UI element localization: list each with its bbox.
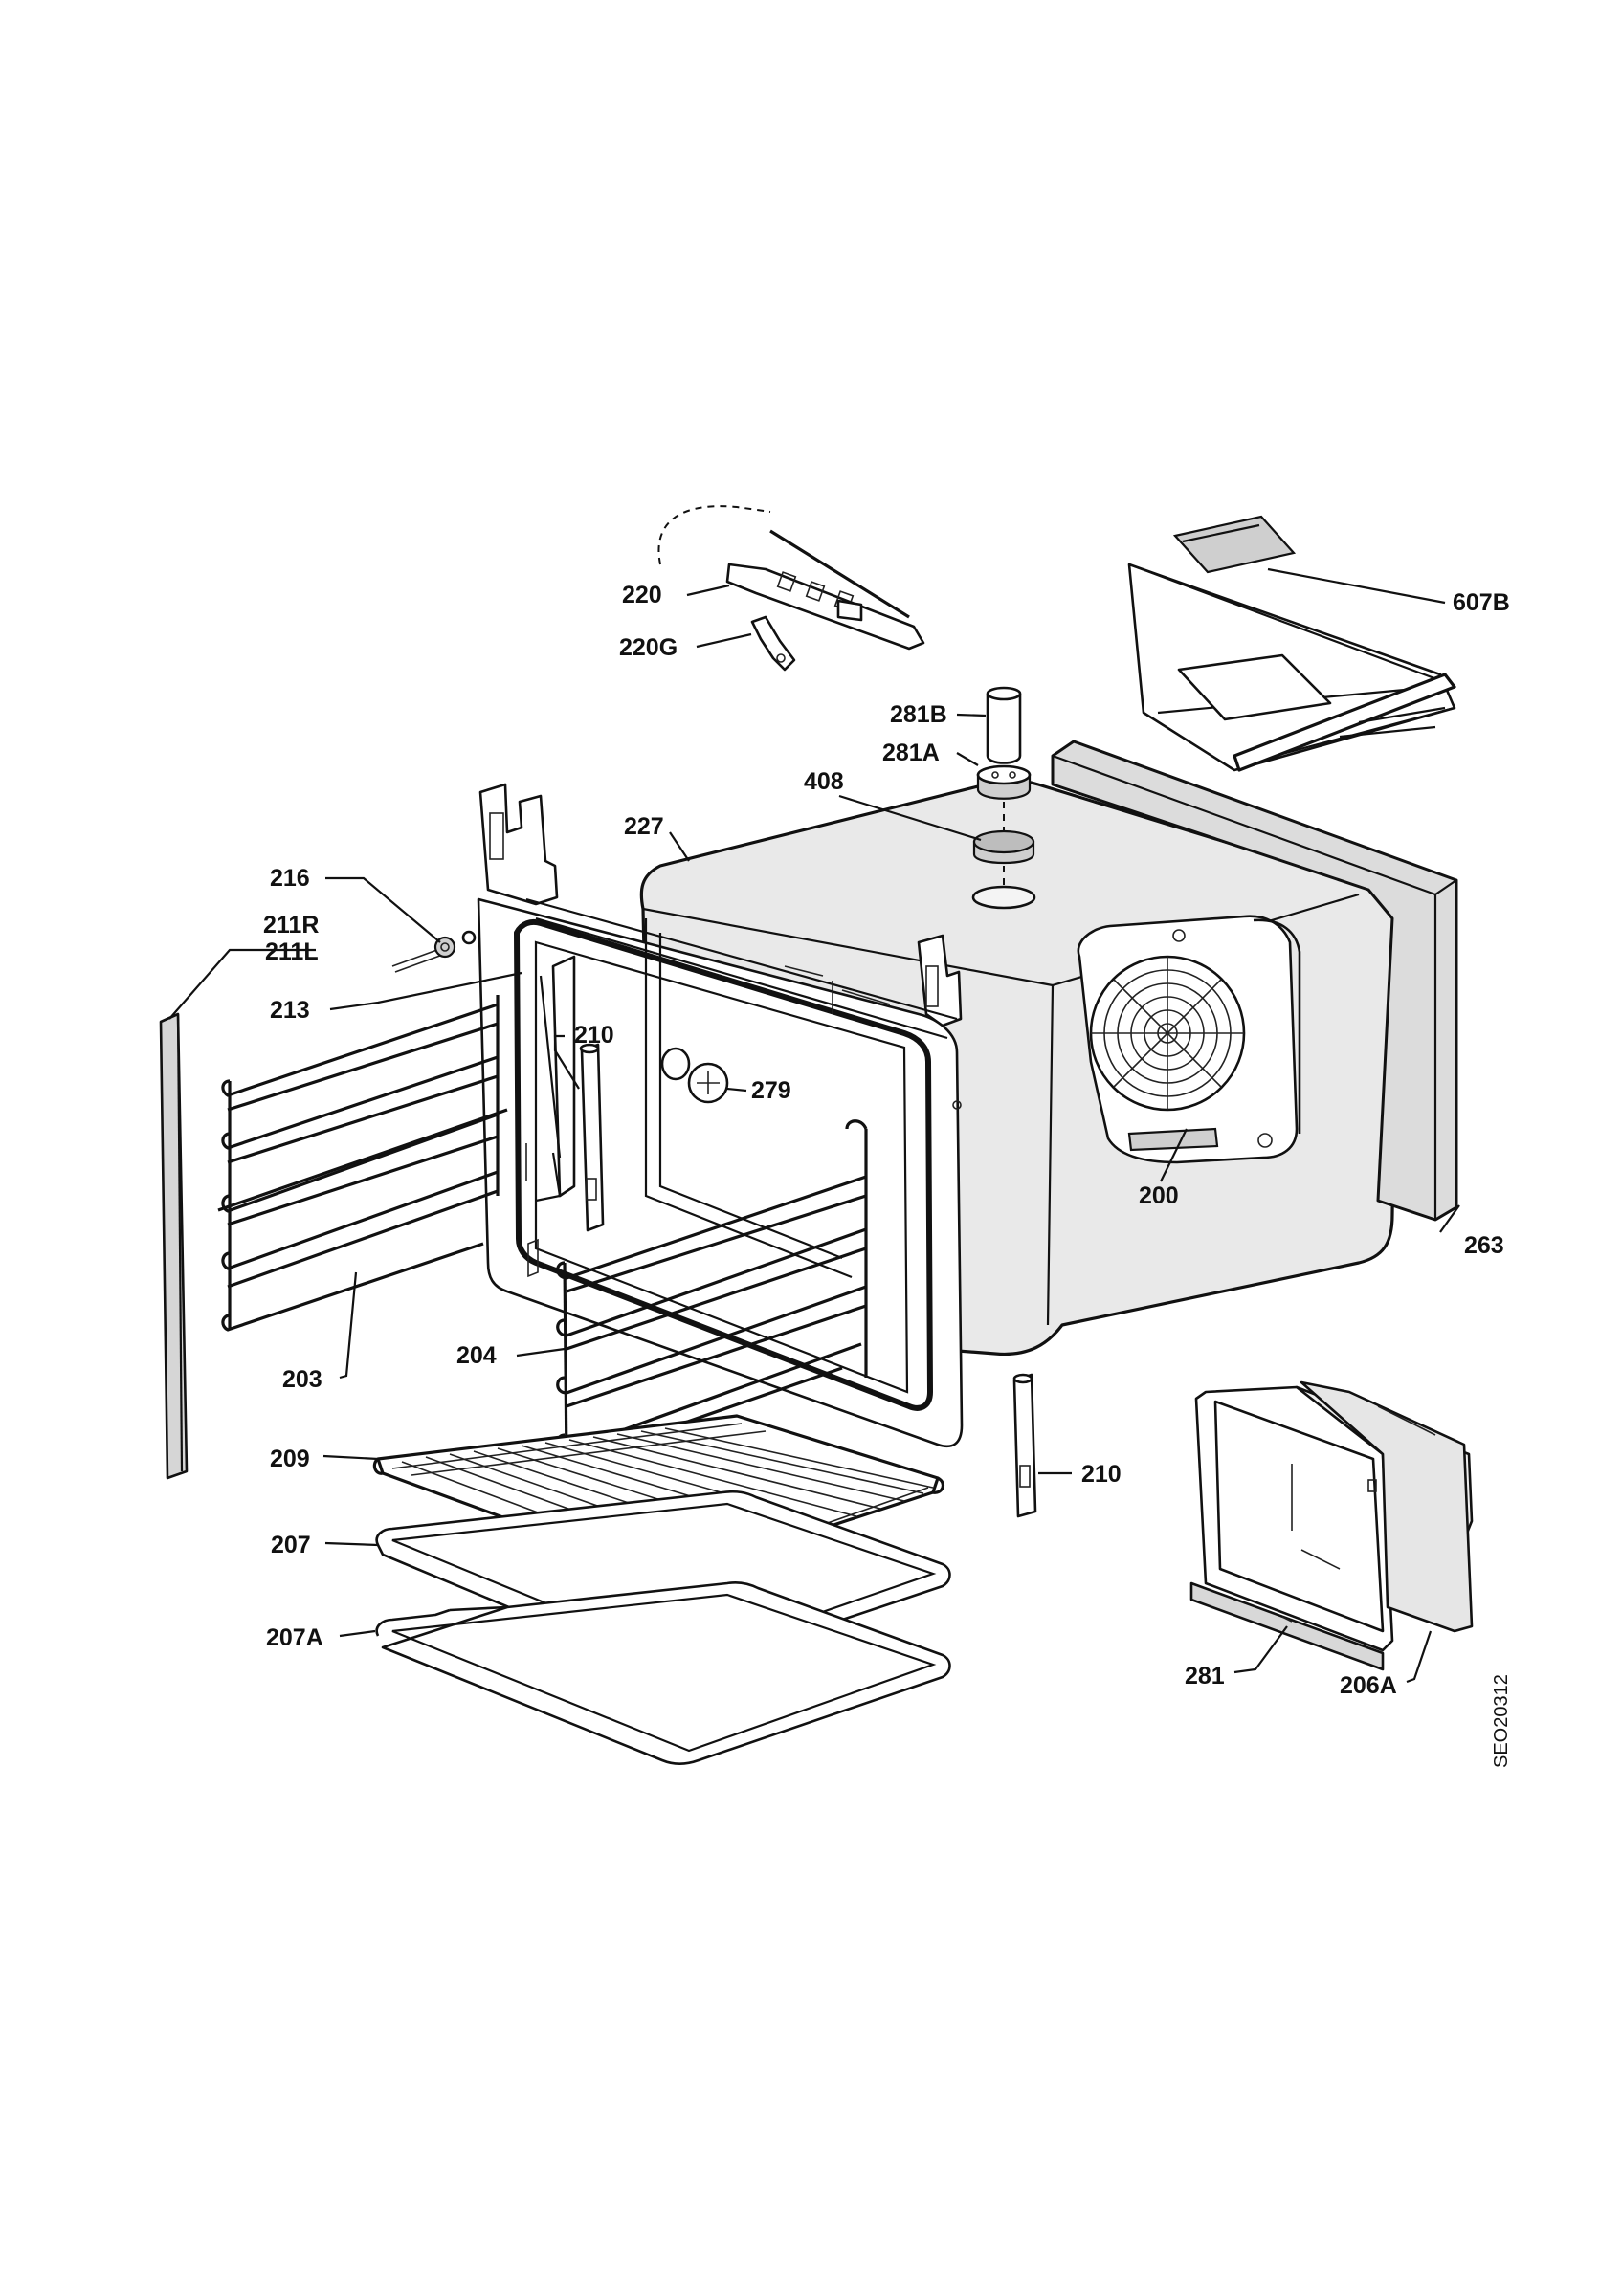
- front-frame-213: [477, 783, 964, 1448]
- hinge-bracket-210-upper: [579, 1043, 605, 1232]
- label-220: 220: [622, 582, 662, 608]
- clip-220G: [750, 615, 796, 672]
- label-279: 279: [751, 1077, 791, 1104]
- part-labels: 607B 220 220G 281B 281A 408 227 216 211R…: [263, 582, 1512, 1768]
- fan-cover-200: [1077, 915, 1301, 1164]
- filter-206A: [1291, 1380, 1474, 1633]
- label-211R: 211R: [263, 912, 319, 938]
- rear-insulation-263: [1051, 740, 1458, 1222]
- lamp-bracket-220: [657, 505, 925, 651]
- label-408: 408: [804, 768, 844, 795]
- label-210-upper: 210: [574, 1022, 614, 1049]
- lamp-socket-279: [660, 1047, 729, 1104]
- vent-nut-281A: [976, 764, 1032, 800]
- label-281: 281: [1185, 1663, 1225, 1689]
- top-cover-panel: [1127, 563, 1456, 772]
- side-trim-211: [159, 1012, 189, 1480]
- label-207: 207: [271, 1532, 311, 1558]
- label-227: 227: [624, 813, 664, 840]
- label-211L: 211L: [265, 938, 319, 965]
- label-263: 263: [1464, 1232, 1504, 1259]
- label-281A: 281A: [882, 740, 940, 766]
- label-204: 204: [456, 1342, 497, 1369]
- filter-408: [972, 829, 1035, 865]
- vent-pipe-281B: [986, 686, 1022, 764]
- hinge-bracket-210-lower: [1012, 1373, 1037, 1518]
- drawing-code: SEO20312: [1491, 1674, 1512, 1768]
- label-206A: 206A: [1340, 1672, 1397, 1699]
- label-216: 216: [270, 865, 310, 892]
- label-281B: 281B: [890, 701, 947, 728]
- baking-tray-207A: [375, 1580, 951, 1766]
- left-side-plate: [525, 955, 576, 1278]
- label-213: 213: [270, 997, 310, 1024]
- label-607B: 607B: [1453, 589, 1510, 616]
- shelf-runner-203: [217, 995, 508, 1332]
- leader-lines: [168, 567, 1460, 1684]
- label-210-lower: 210: [1081, 1461, 1122, 1488]
- label-200: 200: [1139, 1182, 1179, 1209]
- label-203: 203: [282, 1366, 322, 1393]
- label-207A: 207A: [266, 1624, 323, 1651]
- lamp-cover-607B: [1172, 515, 1297, 574]
- label-209: 209: [270, 1446, 310, 1472]
- label-220G: 220G: [619, 634, 678, 661]
